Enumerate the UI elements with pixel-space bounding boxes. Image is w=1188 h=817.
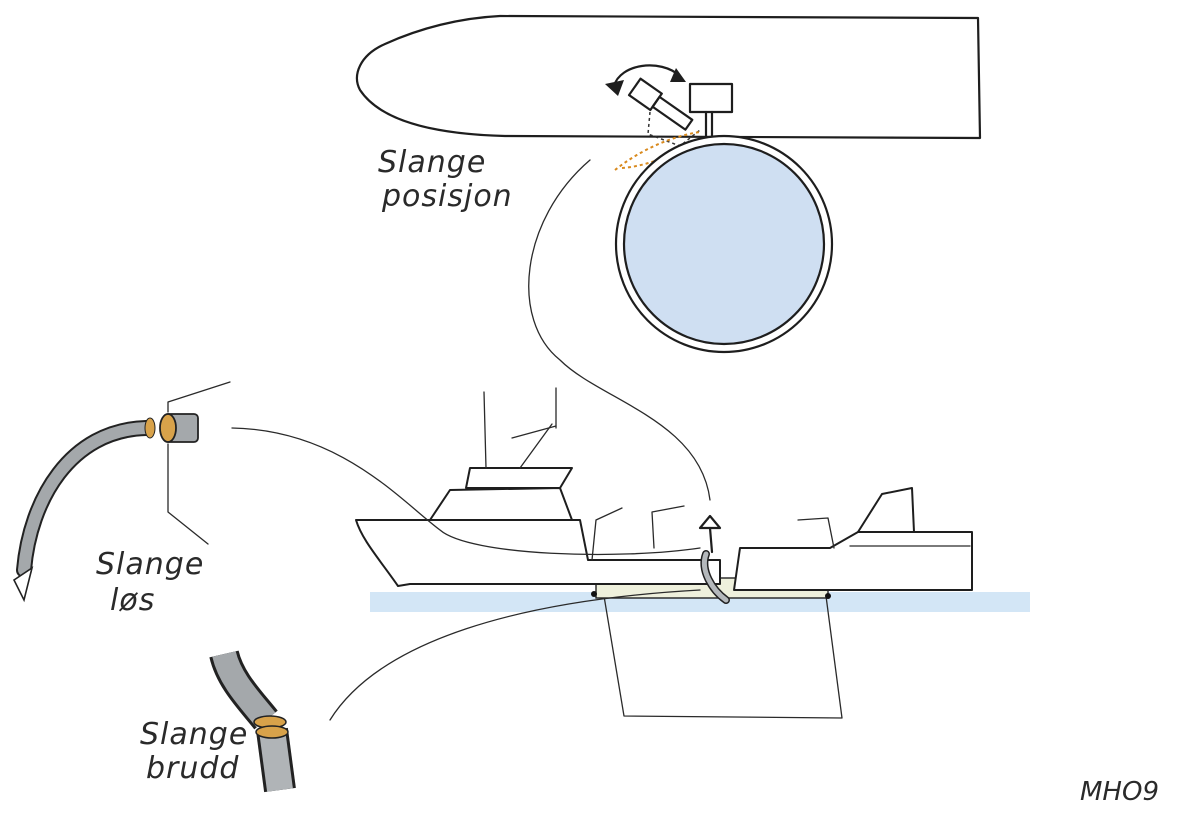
loose-hose-illustration [12,381,231,603]
net-cage-top-view [614,134,834,354]
feed-vessel-left [355,387,721,587]
label-hose-position-line2: posisjon [381,179,513,214]
label-hose-position-line1: Slange [378,145,486,180]
rotate-arrow-icon [605,64,686,96]
connector-line-loose [231,427,701,556]
connector-line-position [528,159,711,501]
label-hose-position: Slange posisjon [378,145,513,214]
coupling-icon [159,413,199,443]
service-vessel-right [733,487,973,591]
boat-spreader [698,514,730,604]
broken-hose-illustration [209,649,296,793]
label-hose-break: Slange brudd [140,717,248,786]
label-hose-loose: Slange løs [96,547,204,618]
nozzle-head [627,77,663,112]
label-hose-break-line1: Slange [140,717,248,752]
label-hose-loose-line1: Slange [96,547,204,582]
top-barge-outline [355,14,982,140]
artist-signature: MHO9 [1080,777,1159,807]
label-hose-loose-line2: løs [110,583,155,618]
label-hose-break-line2: brudd [146,751,239,786]
connector-line-break [329,589,701,721]
spreader-box [688,82,734,114]
sea-surface [370,592,1030,612]
